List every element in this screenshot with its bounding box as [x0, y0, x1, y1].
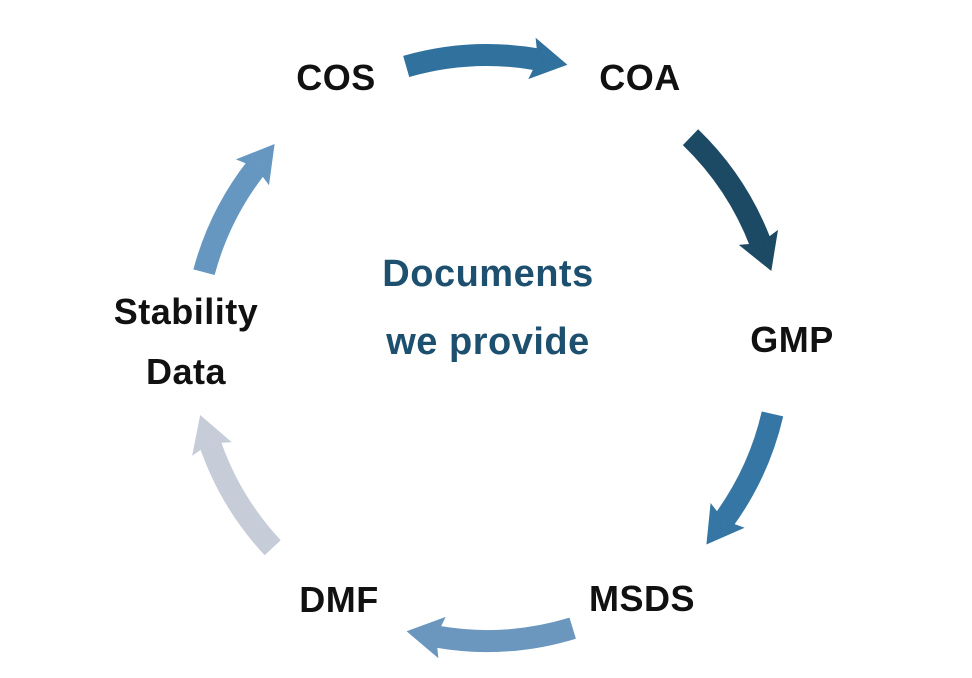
arrow-shaft: [434, 617, 576, 652]
arrowhead: [192, 415, 232, 456]
node-label-msds: MSDS: [588, 578, 696, 619]
arrow-shaft: [403, 44, 540, 78]
arrow-shaft: [193, 160, 265, 276]
node-label-stability-line2: Data: [145, 351, 227, 392]
node-label-stability-line1: Stability: [113, 291, 259, 332]
arrowhead: [235, 144, 275, 186]
node-label-coa: COA: [599, 57, 681, 98]
node-label-cos: COS: [296, 57, 376, 98]
center-title-line2: we provide: [386, 321, 590, 363]
arrowhead: [406, 616, 446, 659]
arrow-cos-to-coa: [403, 37, 568, 80]
arrow-msds-to-dmf: [406, 616, 576, 659]
node-label-dmf: DMF: [299, 579, 379, 620]
arrow-dmf-to-stability-data: [192, 415, 281, 556]
node-label-gmp: GMP: [750, 319, 834, 360]
arrow-stability-data-to-cos: [193, 144, 275, 276]
arrow-shaft: [199, 439, 281, 556]
arrowhead: [706, 503, 745, 545]
arrow-shaft: [682, 129, 771, 248]
arrowhead: [528, 37, 568, 80]
arrowhead: [738, 229, 778, 271]
arrow-gmp-to-msds: [706, 411, 784, 545]
center-title: Documents we provide: [382, 240, 593, 376]
arrow-coa-to-gmp: [682, 129, 778, 271]
arrow-shaft: [715, 411, 784, 527]
center-title-line1: Documents: [382, 253, 594, 295]
node-label-stability-data: Stability Data: [114, 282, 259, 402]
